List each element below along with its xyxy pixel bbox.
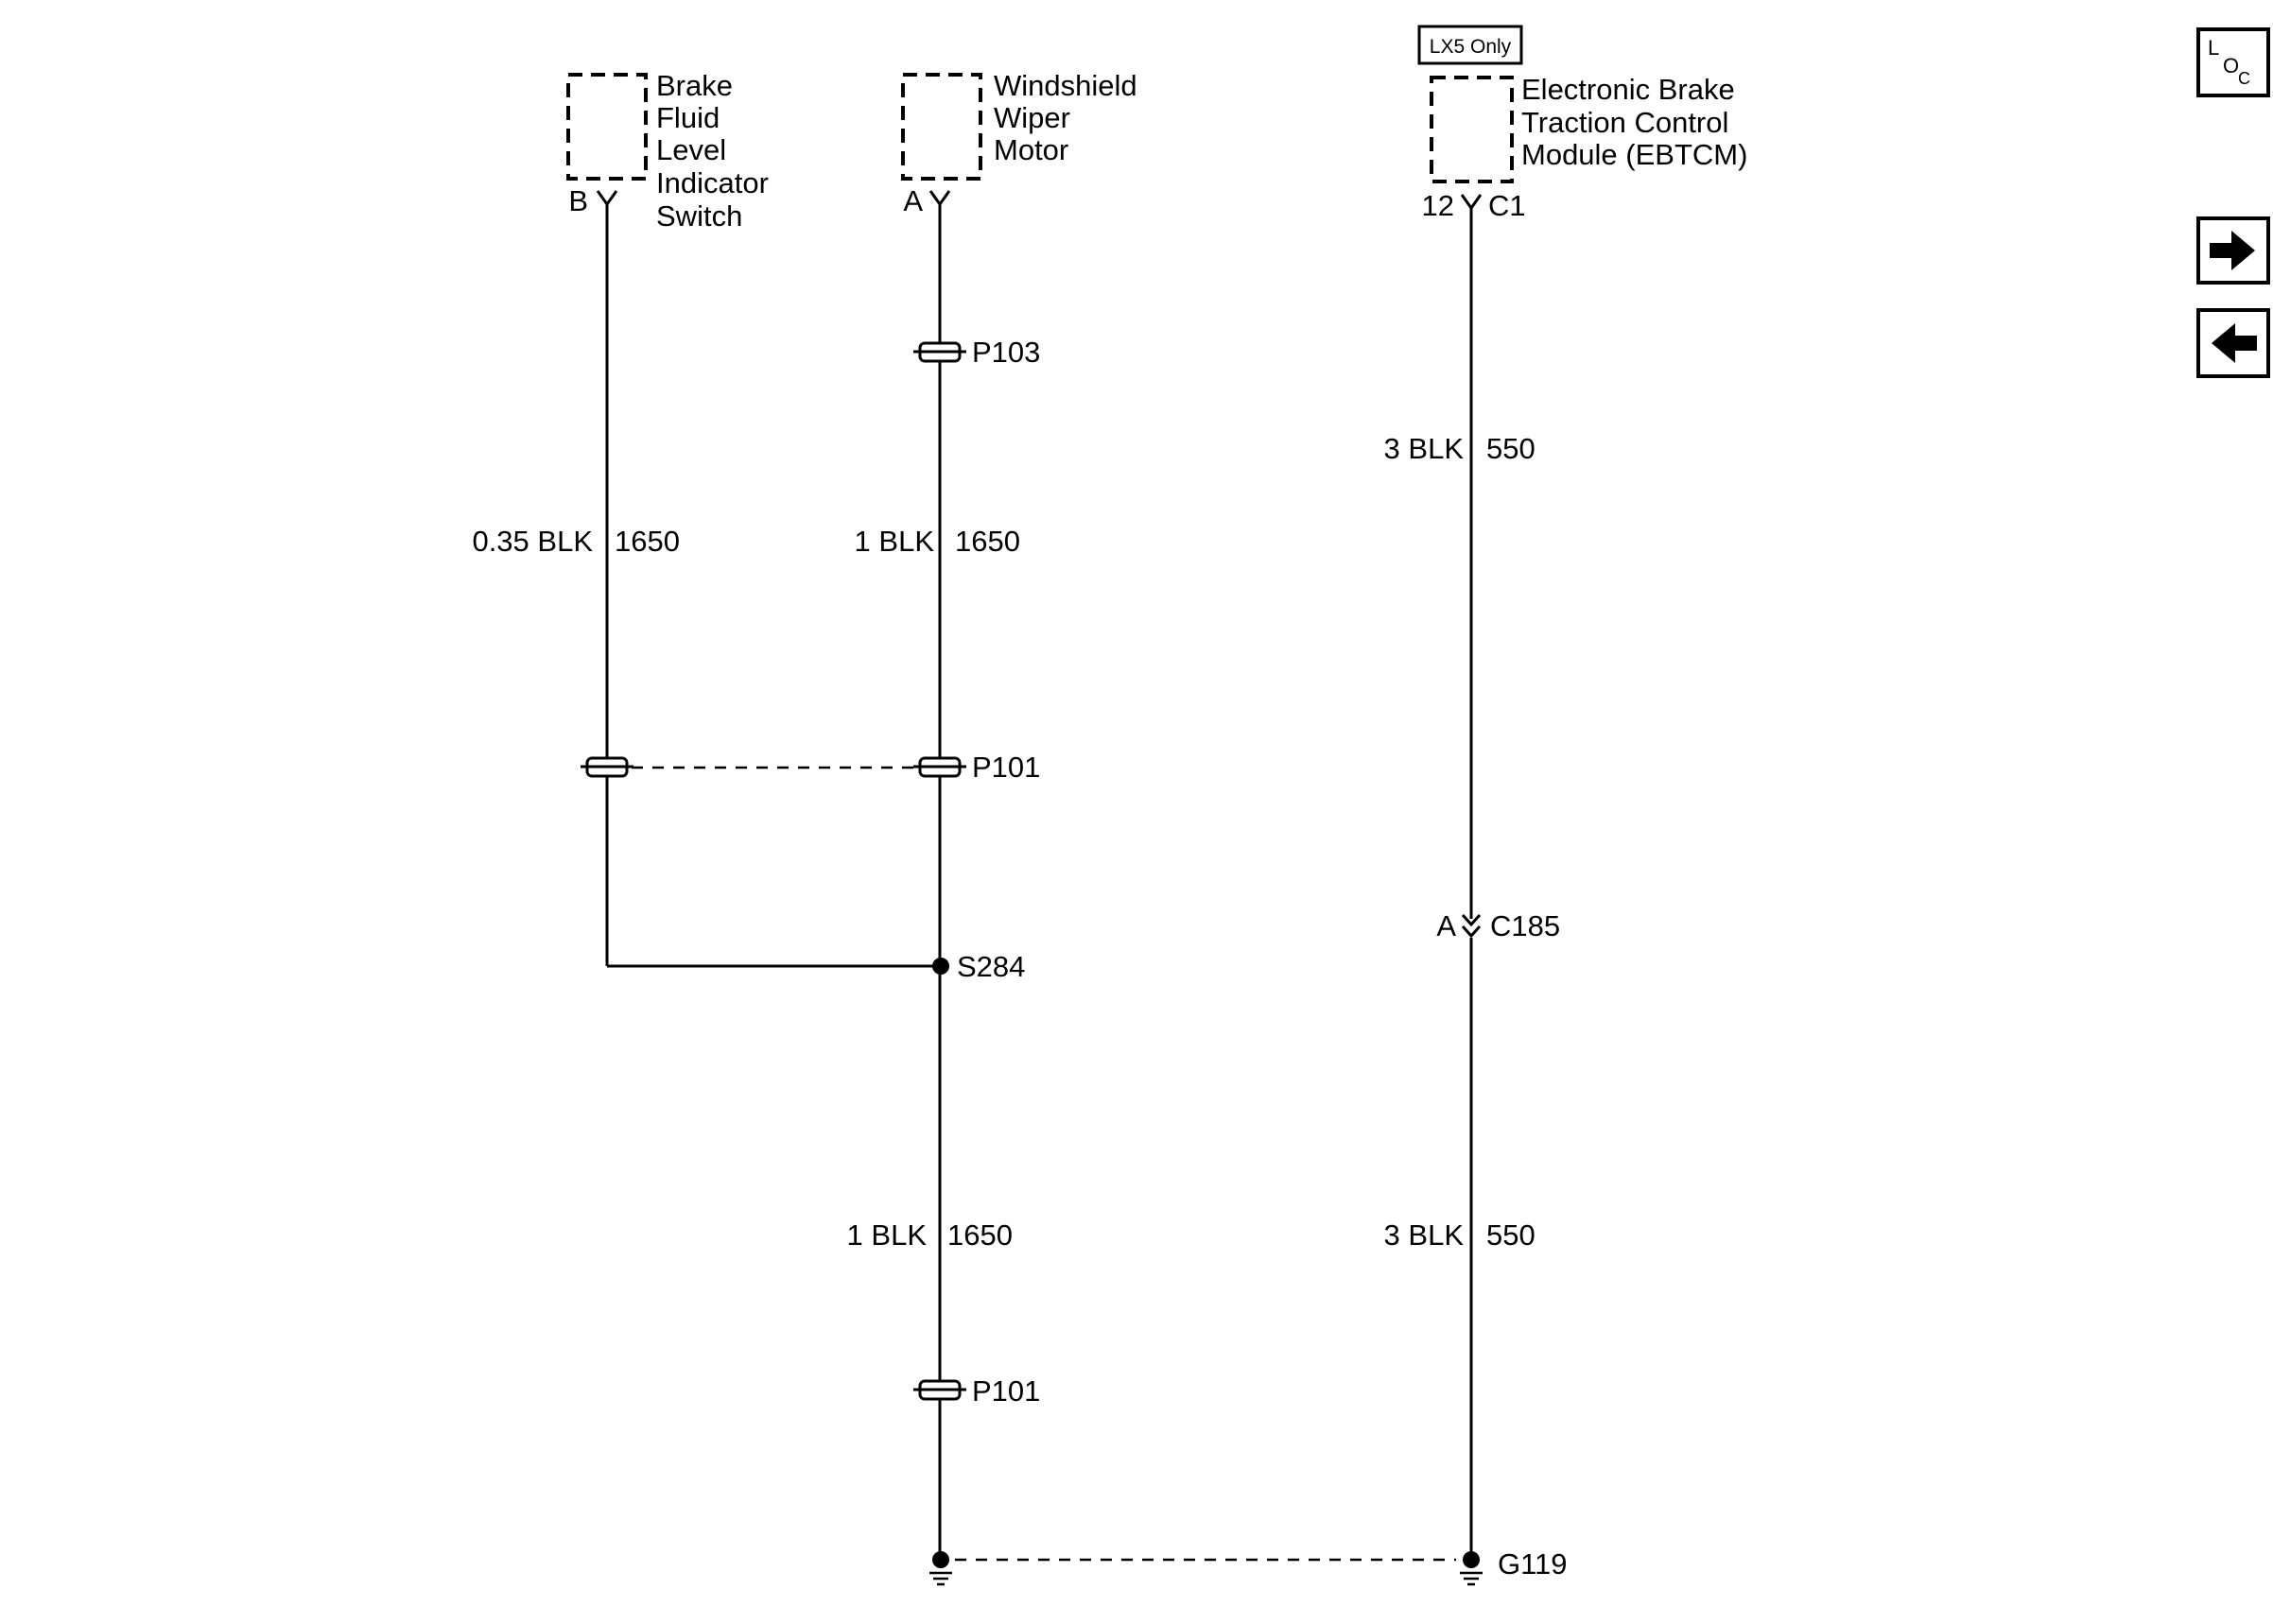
component-label-line: Level bbox=[656, 133, 726, 166]
ground-symbol bbox=[1460, 1551, 1483, 1586]
previous-page-button[interactable] bbox=[2196, 308, 2270, 378]
ground-symbol bbox=[929, 1551, 952, 1586]
pass-through-symbol bbox=[913, 1379, 966, 1401]
ebtcm-module[interactable]: Electronic Brake Traction Control Module… bbox=[1430, 73, 1747, 183]
wire-color-label: 1 BLK bbox=[855, 525, 935, 558]
component-label-line: Wiper bbox=[994, 101, 1070, 134]
component-label-line: Electronic Brake bbox=[1521, 73, 1735, 106]
pass-through-label: P103 bbox=[972, 336, 1040, 369]
splice-label: S284 bbox=[957, 950, 1025, 983]
circuit-number: 550 bbox=[1486, 432, 1536, 465]
inline-connector-label: C185 bbox=[1490, 909, 1560, 942]
option-tag-box bbox=[1417, 25, 1523, 65]
component-location-button[interactable]: L O C bbox=[2196, 27, 2270, 97]
inline-connector-symbol bbox=[1461, 913, 1482, 927]
windshield-wiper-motor[interactable]: Windshield Wiper Motor bbox=[901, 69, 1137, 181]
wire-color-label: 3 BLK bbox=[1384, 432, 1465, 465]
component-label-line: Brake bbox=[656, 69, 733, 102]
splice-dot bbox=[932, 958, 949, 975]
terminal-symbol bbox=[1460, 194, 1483, 211]
component-label-line: Motor bbox=[994, 133, 1068, 166]
pass-through-label: P101 bbox=[972, 1374, 1040, 1408]
pin-label: B bbox=[568, 184, 588, 217]
pass-through-symbol bbox=[581, 756, 633, 778]
circuit-number: 550 bbox=[1486, 1218, 1536, 1252]
component-label-line: Windshield bbox=[994, 69, 1137, 102]
pin-label: A bbox=[903, 184, 923, 217]
component-label-line: Traction Control bbox=[1521, 106, 1728, 139]
loc-letter: L bbox=[2208, 36, 2219, 60]
ground-label: G119 bbox=[1498, 1547, 1568, 1581]
wire-color-label: 0.35 BLK bbox=[472, 525, 593, 558]
loc-letter: C bbox=[2238, 69, 2250, 88]
loc-letter: O bbox=[2223, 54, 2239, 78]
connector-pin-label: A bbox=[1436, 909, 1456, 942]
arrow-right-icon bbox=[2210, 231, 2255, 270]
next-page-button[interactable] bbox=[2196, 216, 2270, 285]
component-label-line: Indicator bbox=[656, 166, 769, 199]
terminal-symbol bbox=[596, 190, 618, 207]
terminal-symbol bbox=[928, 190, 951, 207]
option-tag: LX5 Only bbox=[1430, 36, 1512, 58]
connector-label: C1 bbox=[1488, 189, 1526, 222]
component-label-line: Module (EBTCM) bbox=[1521, 138, 1747, 171]
pass-through-label: P101 bbox=[972, 751, 1040, 784]
wire-color-label: 3 BLK bbox=[1384, 1218, 1465, 1252]
inline-connector-symbol bbox=[1461, 924, 1482, 939]
circuit-number: 1650 bbox=[615, 525, 680, 558]
circuit-number: 1650 bbox=[955, 525, 1020, 558]
pass-through-symbol bbox=[913, 341, 966, 363]
wire-color-label: 1 BLK bbox=[847, 1218, 928, 1252]
pass-through-symbol bbox=[913, 756, 966, 778]
pin-label: 12 bbox=[1422, 189, 1454, 222]
circuit-number: 1650 bbox=[947, 1218, 1013, 1252]
arrow-left-icon bbox=[2212, 323, 2257, 363]
component-label-line: Fluid bbox=[656, 101, 720, 134]
brake-fluid-level-switch[interactable]: Brake Fluid Level Indicator Switch bbox=[566, 69, 769, 233]
component-label-line: Switch bbox=[656, 199, 742, 233]
